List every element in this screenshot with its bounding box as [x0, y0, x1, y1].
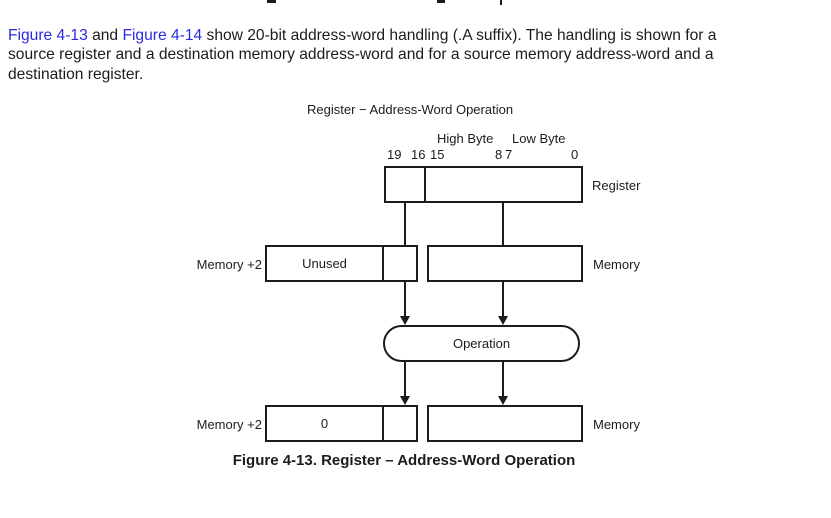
zero-cell: 0: [267, 407, 384, 440]
arrow-down-icon: [400, 396, 410, 405]
figure-caption: Figure 4-13. Register – Address-Word Ope…: [232, 452, 576, 469]
bit-label-0: 0: [571, 147, 579, 162]
bit-label-15: 15: [430, 147, 445, 162]
high-nibble-cell: [384, 247, 416, 280]
arrow-down-icon: [400, 316, 410, 325]
register-label: Register: [592, 178, 641, 193]
arrow-down-icon: [498, 396, 508, 405]
paragraph-line-3: destination register.: [8, 65, 144, 83]
connector-line: [502, 282, 504, 318]
bit-label-8: 8: [495, 147, 503, 162]
paragraph-text: and: [87, 27, 123, 44]
memory-label-top: Memory: [593, 257, 640, 272]
connector-line: [502, 203, 504, 245]
diagram-title: Register − Address-Word Operation: [307, 102, 514, 117]
figure-4-14-link[interactable]: Figure 4-14: [122, 27, 203, 44]
high-byte-label: High Byte: [437, 131, 494, 146]
memory-plus2-box-top: Unused: [265, 245, 418, 282]
memory-box-top: [427, 245, 583, 282]
memory-word-cell: [429, 407, 581, 440]
paragraph-line-2: source register and a destination memory…: [8, 46, 714, 64]
bit-label-19: 19: [387, 147, 402, 162]
connector-line: [404, 362, 406, 398]
paragraph-line-1: Figure 4-13 and Figure 4-14 show 20-bit …: [8, 26, 831, 45]
memory-word-cell: [429, 247, 581, 280]
cropped-text-fragment: [437, 0, 445, 3]
operation-node: Operation: [383, 325, 580, 362]
high-nibble-cell: [384, 407, 416, 440]
arrow-down-icon: [498, 316, 508, 325]
connector-line: [404, 282, 406, 318]
paragraph-text: show 20-bit address-word handling (.A su…: [202, 27, 717, 44]
connector-line: [404, 203, 406, 245]
register-high-bits-cell: [386, 168, 426, 201]
memory-plus2-label-bottom: Memory +2: [196, 417, 262, 432]
register-box: [384, 166, 583, 203]
memory-label-bottom: Memory: [593, 417, 640, 432]
low-byte-label: Low Byte: [512, 131, 566, 146]
connector-line: [502, 362, 504, 398]
memory-plus2-label-top: Memory +2: [196, 257, 262, 272]
cropped-text-fragment: [267, 0, 276, 3]
unused-cell: Unused: [267, 247, 384, 280]
memory-plus2-box-bottom: 0: [265, 405, 418, 442]
figure-4-13-link[interactable]: Figure 4-13: [8, 27, 88, 44]
memory-box-bottom: [427, 405, 583, 442]
register-word-cell: [426, 168, 581, 201]
bit-label-16: 16: [411, 147, 426, 162]
bit-label-7: 7: [505, 147, 513, 162]
cropped-text-fragment: [500, 0, 502, 5]
body-paragraph: Figure 4-13 and Figure 4-14 show 20-bit …: [8, 26, 831, 84]
